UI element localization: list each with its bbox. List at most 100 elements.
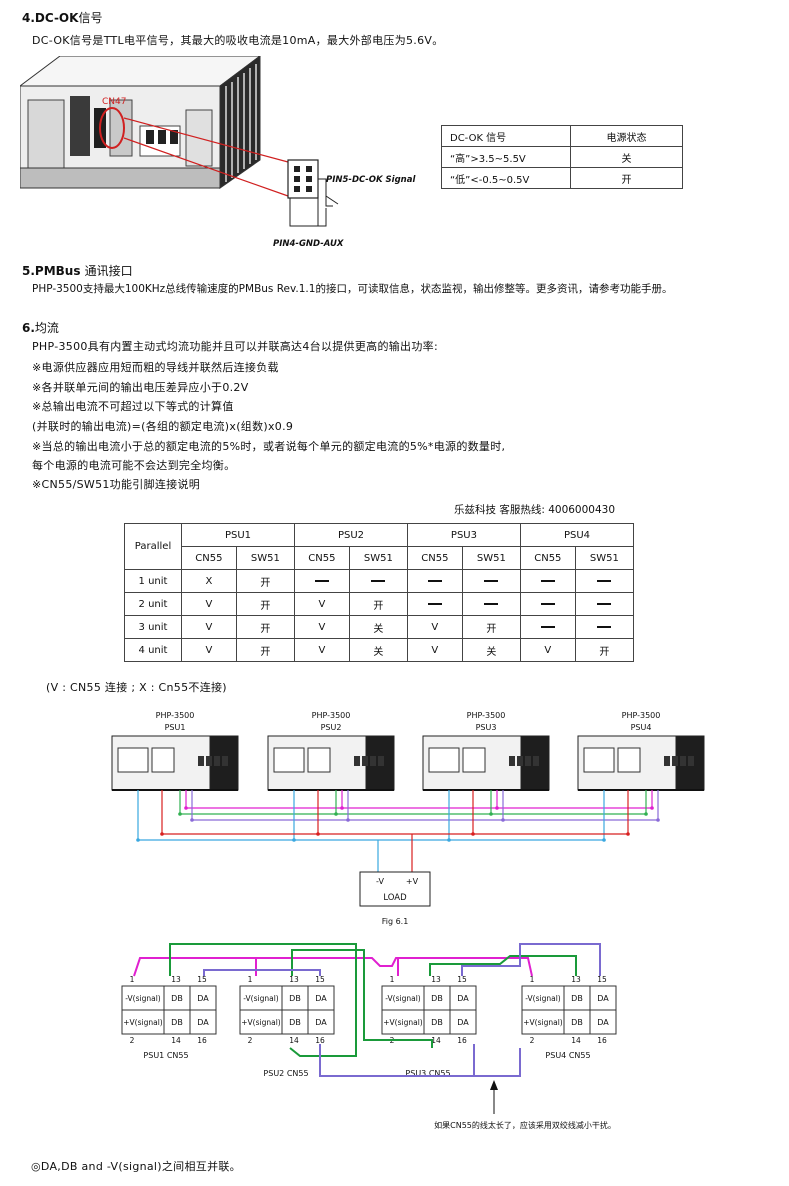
table-cell: V <box>406 638 463 662</box>
dc-ok-header: DC-OK 信号 <box>441 125 571 147</box>
green-link <box>169 943 357 1057</box>
terminal-pin <box>354 756 360 766</box>
current-share-line-7: 每个电源的电流可能不会达到完全均衡。 <box>32 459 236 472</box>
pin-cell-label: DA <box>597 994 609 1003</box>
pin-number-top: 1 <box>530 975 535 984</box>
row-label: 3 unit <box>124 615 182 639</box>
cn55-caption: PSU4 CN55 <box>545 1051 590 1060</box>
sub-header: SW51 <box>348 546 408 570</box>
table-cell: 开 <box>235 569 295 593</box>
junction-dot <box>136 838 140 842</box>
output-terminal-plus <box>151 747 175 773</box>
cn55-caption: PSU1 CN55 <box>143 1051 188 1060</box>
junction-dot <box>650 806 654 810</box>
load-box <box>359 871 431 907</box>
junction-dot <box>447 838 451 842</box>
pin5-label: PIN5-DC-OK Signal <box>326 175 416 185</box>
terminal-pin <box>688 756 694 766</box>
pin-cell-label: -V(signal) <box>243 994 279 1003</box>
junction-dot <box>602 838 606 842</box>
table-cell <box>519 615 576 639</box>
table-cell: V <box>406 615 463 639</box>
pin-number-top: 13 <box>171 975 181 984</box>
table-cell: V <box>293 592 350 616</box>
table-cell <box>348 569 408 593</box>
terminal-pin <box>680 756 686 766</box>
purple-link <box>319 1044 475 1077</box>
dash-mark <box>371 579 386 582</box>
table-cell: 开 <box>235 638 295 662</box>
pin-cell-label: DA <box>597 1018 609 1027</box>
table-cell: V <box>293 615 350 639</box>
current-share-line-4: ※总输出电流不可超过以下等式的计算值 <box>32 400 234 413</box>
junction-dot <box>340 806 344 810</box>
dash-mark <box>540 579 555 582</box>
pmbus-description: PHP-3500支持最大100KHz总线传输速度的PMBus Rev.1.1的接… <box>32 283 673 295</box>
sub-header: CN55 <box>181 546 237 570</box>
fig-caption: Fig 6.1 <box>382 917 409 926</box>
psu2-header: PSU2 <box>293 523 408 547</box>
dash-mark <box>597 625 612 628</box>
section-4-title-zh: 信号 <box>78 11 103 25</box>
pin-number-bottom: 16 <box>315 1036 325 1045</box>
pin-cell-label: DB <box>171 994 183 1003</box>
psu-unit-4 <box>577 735 705 791</box>
psu-unit-3 <box>422 735 550 791</box>
table-cell <box>574 569 635 593</box>
table-cell: V <box>181 638 237 662</box>
cn47-label: CN47 <box>102 97 126 107</box>
dc-ok-connector-figure: CN47 PIN5-DC-OK Signal PIN4-GND-AUX <box>20 56 416 249</box>
current-share-line-1: PHP-3500具有内置主动式均流功能并且可以并联高达4台以提供更高的输出功率: <box>32 340 438 353</box>
pin-cell <box>589 1009 617 1035</box>
table-cell: V <box>293 638 350 662</box>
load-minus-label: -V <box>376 877 384 886</box>
dc-ok-row-high-state: 关 <box>570 146 683 168</box>
section-4-title: 4.DC-OK信号 <box>22 9 102 26</box>
pin-number-top: 1 <box>130 975 135 984</box>
pin-cell <box>163 1009 191 1035</box>
junction-dot <box>190 818 194 822</box>
table-cell: X <box>181 569 237 593</box>
junction-dot <box>346 818 350 822</box>
twisted-pair-note: 如果CN55的线太长了，应该采用双绞线减小干扰。 <box>434 1120 616 1130</box>
output-terminal-minus <box>583 747 615 773</box>
junction-dot <box>184 806 188 810</box>
row-label: 2 unit <box>124 592 182 616</box>
cn55-caption: PSU3 CN55 <box>405 1069 450 1078</box>
junction-dot <box>178 812 182 816</box>
pin-cell <box>381 985 425 1011</box>
pin-cell-label: +V(signal) <box>241 1018 281 1027</box>
psu-unit-1 <box>111 735 239 791</box>
junction-dot <box>292 838 296 842</box>
dash-mark <box>540 602 555 605</box>
pin-cell-label: DB <box>431 994 443 1003</box>
hotline: 乐兹科技 客服热线: 4006000430 <box>454 504 616 516</box>
dash-mark <box>427 602 442 605</box>
junction-dot <box>626 832 630 836</box>
section-5-title-zh: 通讯接口 <box>84 264 133 278</box>
psu3-header: PSU3 <box>406 523 521 547</box>
junction-dot <box>471 832 475 836</box>
table-cell: 开 <box>348 592 408 616</box>
pin-cell-label: DA <box>315 1018 327 1027</box>
row-label: 4 unit <box>124 638 182 662</box>
dash-mark <box>540 625 555 628</box>
output-terminal-minus <box>117 747 149 773</box>
pin-cell-label: DA <box>197 1018 209 1027</box>
pin-cell-label: DA <box>457 994 469 1003</box>
junction-dot <box>501 818 505 822</box>
pin-number-top: 15 <box>197 975 207 984</box>
power-state-header: 电源状态 <box>570 125 683 147</box>
table-cell <box>406 569 463 593</box>
unit-name-label: PSU3 <box>476 723 497 732</box>
terminal-pin <box>664 756 670 766</box>
legend-note: (V : CN55 连接 ; X : Cn55不连接) <box>46 681 227 694</box>
pin-cell <box>423 1009 451 1035</box>
unit-name-label: PSU1 <box>165 723 186 732</box>
cn55-caption: PSU2 CN55 <box>263 1069 308 1078</box>
terminal-pin <box>525 756 531 766</box>
